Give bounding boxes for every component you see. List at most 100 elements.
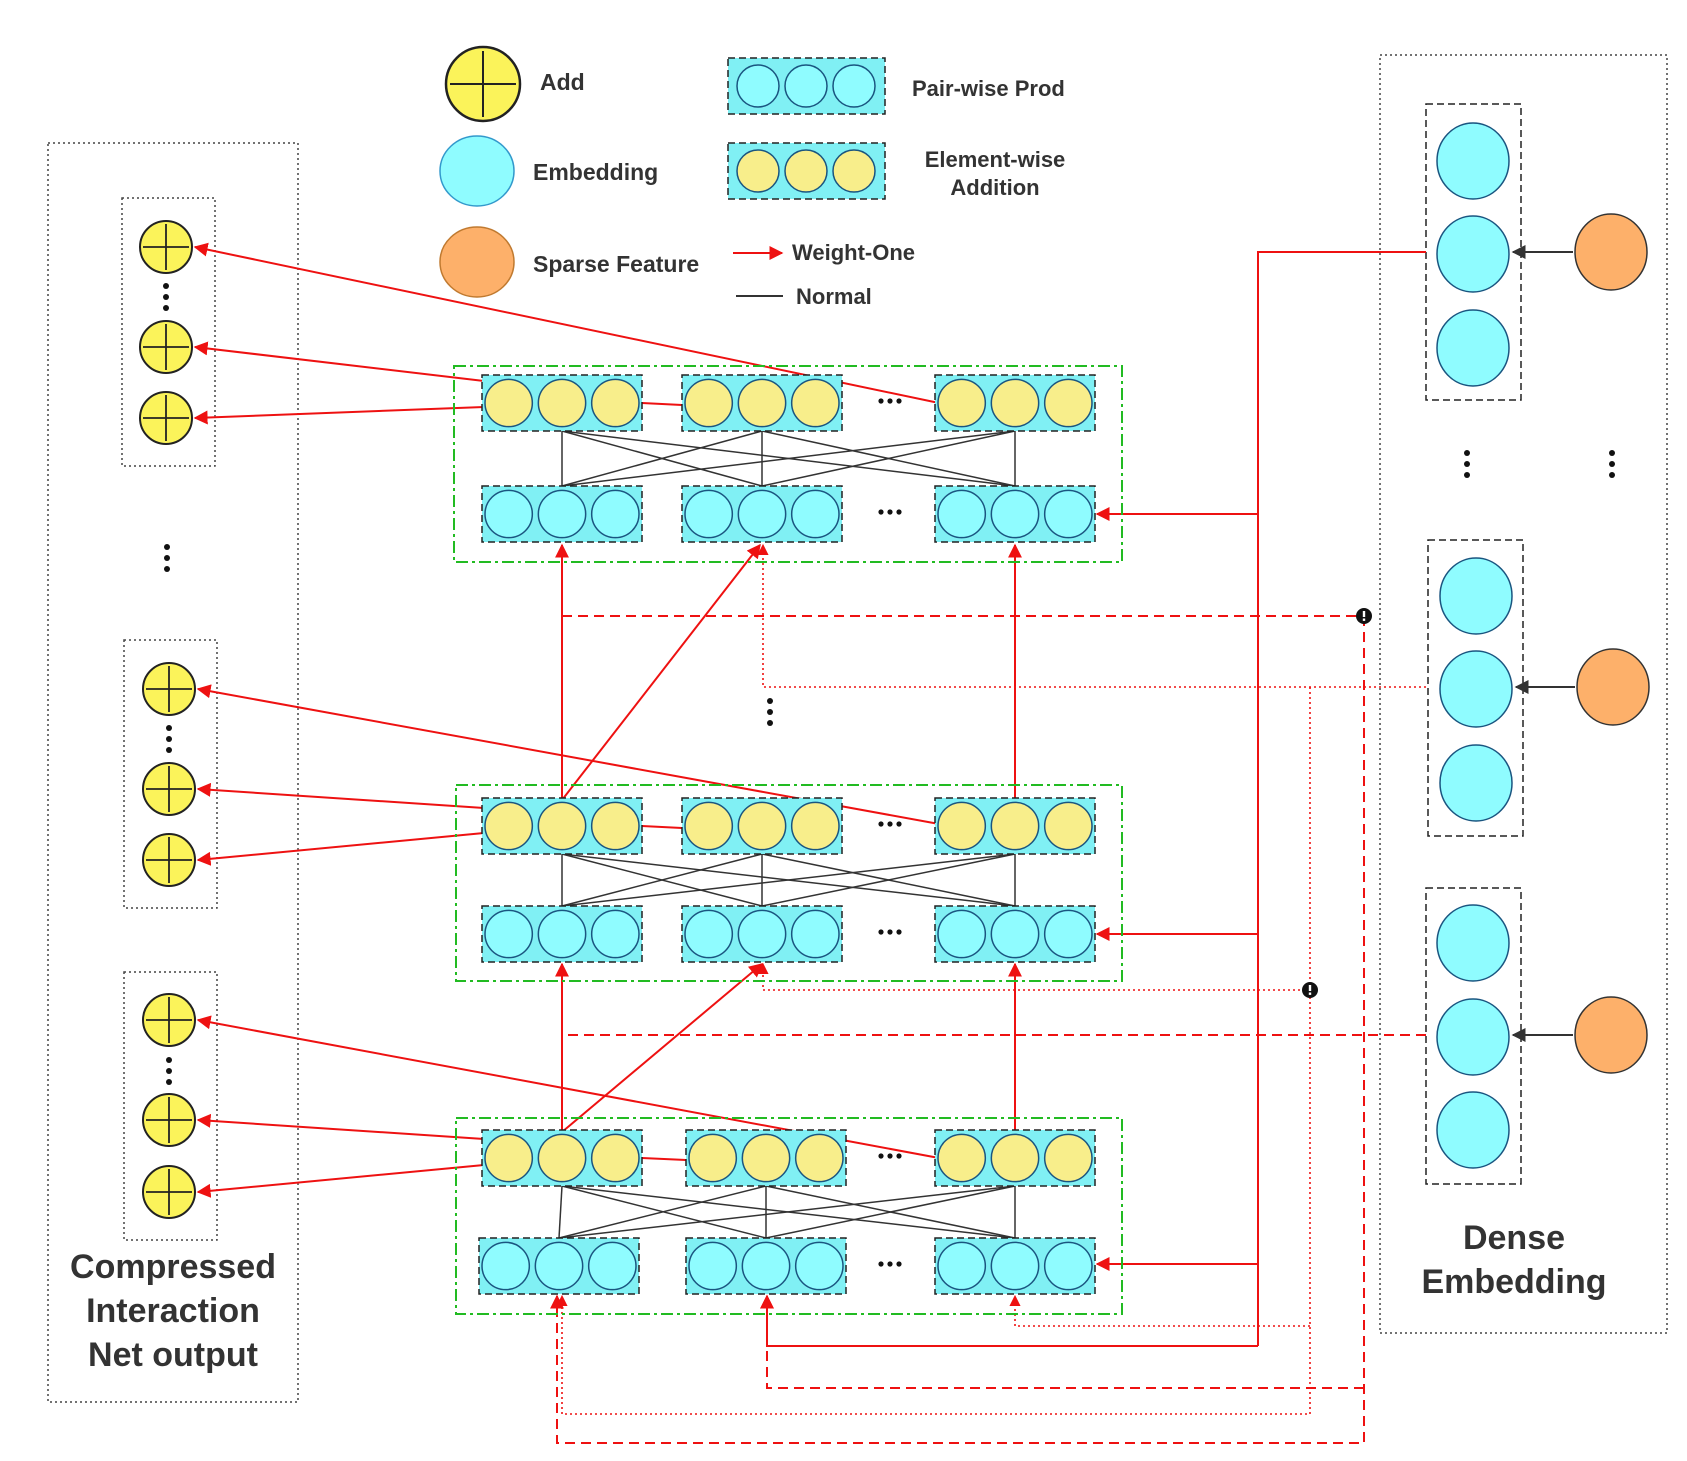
pairwise-box bbox=[934, 905, 1096, 963]
unit-circle bbox=[790, 909, 840, 959]
unit-circle bbox=[484, 1133, 534, 1183]
unit-circle bbox=[790, 378, 840, 428]
unit-circle bbox=[937, 909, 987, 959]
legend-add-label: Add bbox=[540, 69, 585, 95]
unit-circle bbox=[741, 1133, 791, 1183]
pairwise-box bbox=[481, 485, 643, 543]
chain-link bbox=[641, 825, 683, 829]
unit-circle bbox=[937, 1133, 987, 1183]
legend-normal-label: Normal bbox=[796, 284, 872, 309]
add-icon bbox=[142, 993, 196, 1047]
unit-circle bbox=[537, 378, 587, 428]
legend-sparse: Sparse Feature bbox=[439, 226, 699, 298]
layer-frame bbox=[453, 365, 1123, 563]
horizontal-dots bbox=[878, 509, 902, 515]
pairwise-box bbox=[934, 485, 1096, 543]
dense-gap-dots bbox=[1464, 450, 1615, 478]
dense-group-3 bbox=[1425, 887, 1648, 1185]
embedding-circle bbox=[1439, 650, 1513, 728]
sparse-feature-circle bbox=[1574, 996, 1648, 1074]
pairwise-connections bbox=[561, 853, 1016, 907]
output-title-line2: Interaction bbox=[86, 1292, 260, 1330]
unit-circle bbox=[1043, 489, 1093, 539]
elementwise-box bbox=[681, 374, 843, 432]
unit-circle bbox=[688, 1133, 738, 1183]
vertical-dots bbox=[163, 283, 169, 311]
exclamation-dot-icon bbox=[1356, 608, 1372, 624]
output-arrow bbox=[196, 1113, 485, 1140]
unit-circle bbox=[481, 1241, 531, 1291]
junction-markers bbox=[1302, 608, 1372, 998]
pairwise-box bbox=[685, 1237, 847, 1295]
output-group-2 bbox=[123, 639, 218, 909]
unit-circle bbox=[990, 1133, 1040, 1183]
dense-bus bbox=[1257, 251, 1426, 1346]
unit-circle bbox=[590, 489, 640, 539]
unit-circle bbox=[990, 489, 1040, 539]
add-icon bbox=[139, 220, 193, 274]
layer-frame bbox=[455, 784, 1123, 982]
unit-circle bbox=[537, 801, 587, 851]
sparse-feature-icon bbox=[439, 226, 515, 298]
unit-circle bbox=[684, 801, 734, 851]
unit-circle bbox=[937, 801, 987, 851]
add-icon bbox=[142, 662, 196, 716]
horizontal-dots bbox=[878, 398, 902, 404]
legend-embedding: Embedding bbox=[439, 135, 658, 207]
embedding-icon bbox=[439, 135, 515, 207]
dense-title-line2: Embedding bbox=[1421, 1263, 1606, 1301]
output-group-3 bbox=[123, 971, 218, 1241]
embedding-circle bbox=[1436, 122, 1510, 200]
dense-group-2 bbox=[1427, 539, 1650, 837]
unit-circle bbox=[737, 378, 787, 428]
vertical-dots bbox=[166, 1057, 172, 1085]
dotted-link bbox=[757, 962, 1310, 991]
legend-sparse-label: Sparse Feature bbox=[533, 251, 699, 277]
elementwise-box bbox=[481, 374, 643, 432]
dotted-link bbox=[1009, 1294, 1310, 1327]
legend-normal: Normal bbox=[736, 284, 872, 309]
exclamation-dot-icon bbox=[1302, 982, 1318, 998]
unit-circle bbox=[590, 1133, 640, 1183]
elementwise-box bbox=[681, 797, 843, 855]
unit-circle bbox=[794, 1133, 844, 1183]
output-title-line1: Compressed bbox=[70, 1248, 276, 1286]
output-arrow bbox=[193, 341, 485, 382]
elementwise-box bbox=[481, 1129, 643, 1187]
unit-circle bbox=[990, 801, 1040, 851]
unit-circle bbox=[1043, 909, 1093, 959]
cin-layer-1 bbox=[453, 365, 1123, 563]
embedding-circle bbox=[1436, 1091, 1510, 1169]
output-arrow bbox=[193, 406, 485, 425]
add-icon bbox=[139, 391, 193, 445]
legend-pairwise-label: Pair-wise Prod bbox=[912, 76, 1065, 101]
pairwise-box bbox=[481, 905, 643, 963]
horizontal-dots bbox=[878, 929, 902, 935]
embedding-circle bbox=[1436, 215, 1510, 293]
feed-arrow bbox=[561, 543, 761, 801]
horizontal-dots bbox=[878, 821, 902, 827]
dashed-link bbox=[550, 616, 1365, 1444]
pairwise-box bbox=[681, 485, 843, 543]
sparse-feature-circle bbox=[1576, 648, 1650, 726]
unit-circle bbox=[484, 801, 534, 851]
add-icon bbox=[142, 762, 196, 816]
pairwise-connections bbox=[558, 1185, 1016, 1239]
elementwise-box bbox=[685, 1129, 847, 1187]
add-icon bbox=[142, 833, 196, 887]
legend: Add Embedding Sparse Feature Pair-wise P… bbox=[439, 45, 1066, 309]
unit-circle bbox=[937, 378, 987, 428]
unit-circle bbox=[937, 1241, 987, 1291]
unit-circle bbox=[737, 801, 787, 851]
legend-elementwise-label1: Element-wise bbox=[925, 147, 1066, 172]
unit-circle bbox=[534, 1241, 584, 1291]
unit-circle bbox=[937, 489, 987, 539]
embedding-circle bbox=[1436, 309, 1510, 387]
dashed-link bbox=[760, 1294, 1364, 1389]
layer-frame bbox=[455, 1117, 1123, 1315]
pairwise-connections bbox=[561, 430, 1016, 487]
output-gap-dots bbox=[164, 544, 170, 572]
unit-circle bbox=[537, 909, 587, 959]
unit-circle bbox=[537, 1133, 587, 1183]
